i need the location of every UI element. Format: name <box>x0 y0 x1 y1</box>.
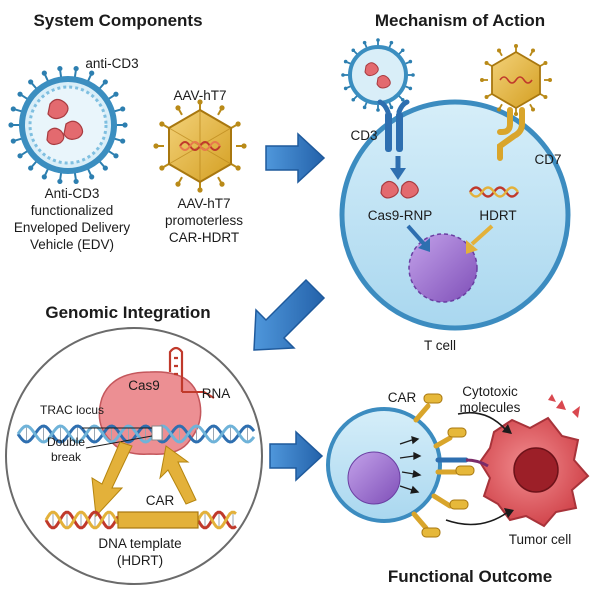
arrow-hdrt-to-nucleus <box>470 224 494 246</box>
t-cell-nucleus <box>408 233 478 303</box>
edv-desc-line-4: Vehicle (EDV) <box>30 237 114 252</box>
edv-desc-line-3: Enveloped Delivery <box>14 220 131 235</box>
double-break-gap <box>151 425 163 441</box>
rna-tail <box>182 391 215 399</box>
arrow-to-mechanism <box>265 132 326 184</box>
car-receptor-top <box>413 393 443 423</box>
car-receptor-mid <box>435 465 475 476</box>
aav-desc-line-1: AAV-hT7 <box>177 196 230 211</box>
arrow-to-genomic <box>253 278 326 351</box>
car-t-cell-nucleus <box>347 451 401 505</box>
dna-template-label-1: DNA template <box>98 536 181 551</box>
arrow-template-exchange-up <box>159 445 197 505</box>
edv-small-icon <box>341 38 415 112</box>
arrow-template-exchange-down <box>91 441 133 518</box>
cas9-rnp-icon <box>380 180 419 199</box>
double-break-pointer <box>85 435 153 449</box>
immune-synapse <box>465 458 489 468</box>
trac-locus-dna-icon <box>16 424 256 444</box>
double-break-label-1: Double <box>47 435 85 449</box>
t-cell-label: T cell <box>424 338 456 353</box>
car-receptor-upper-right <box>433 427 467 449</box>
tumor-cell-label: Tumor cell <box>509 532 572 547</box>
edv-desc-line-2: functionalized <box>31 203 114 218</box>
car-receptor-bottom <box>411 511 441 538</box>
aav-particle-icon <box>153 99 247 193</box>
aav-top-label: AAV-hT7 <box>173 88 226 103</box>
car-insert-label: CAR <box>146 493 175 508</box>
hdrt-dna-icon <box>469 186 519 198</box>
cytotoxic-label-1: Cytotoxic <box>462 384 518 399</box>
arrow-rnp-to-nucleus <box>406 224 426 246</box>
aav-desc-line-3: CAR-HDRT <box>169 230 239 245</box>
genomic-integration-title: Genomic Integration <box>45 303 210 322</box>
double-break-label-2: break <box>51 450 82 464</box>
anti-cd3-label: anti-CD3 <box>85 56 138 71</box>
tumor-cell-nucleus <box>513 447 559 493</box>
cd3-label: CD3 <box>350 128 377 143</box>
system-components-title: System Components <box>33 11 202 30</box>
cytotoxic-release-arrows <box>399 436 422 494</box>
hdrt-label: HDRT <box>479 208 516 223</box>
car-receptor-lower-right <box>431 493 469 510</box>
attack-arrow-bottom <box>445 511 509 526</box>
arrow-to-outcome <box>269 430 324 482</box>
edv-desc-line-1: Anti-CD3 <box>45 186 100 201</box>
attack-arrow-top <box>457 411 507 431</box>
aav-description: AAV-hT7 promoterless CAR-HDRT <box>165 196 243 245</box>
guide-rna-icon <box>168 346 184 392</box>
mechanism-title: Mechanism of Action <box>375 11 545 30</box>
aav-desc-line-2: promoterless <box>165 213 243 228</box>
cd3-receptor-icon <box>377 99 410 152</box>
cytotoxic-label-2: molecules <box>460 400 521 415</box>
edv-particle-icon <box>8 65 128 185</box>
cas9-rnp-label: Cas9-RNP <box>368 208 433 223</box>
car-insert-block <box>117 511 199 529</box>
edv-description: Anti-CD3 functionalized Enveloped Delive… <box>14 186 131 252</box>
trac-locus-label: TRAC locus <box>40 403 104 417</box>
hdrt-template-dna-icon <box>44 510 237 530</box>
functional-outcome-title: Functional Outcome <box>388 567 552 586</box>
rna-label: RNA <box>202 386 231 401</box>
cd7-label: CD7 <box>534 152 561 167</box>
cas9-label: Cas9 <box>128 378 160 393</box>
aav-small-icon <box>480 44 552 116</box>
tumor-debris-icon <box>548 394 580 418</box>
cd7-receptor-icon <box>497 107 525 161</box>
car-label: CAR <box>388 390 417 405</box>
dna-template-label-2: (HDRT) <box>117 553 163 568</box>
